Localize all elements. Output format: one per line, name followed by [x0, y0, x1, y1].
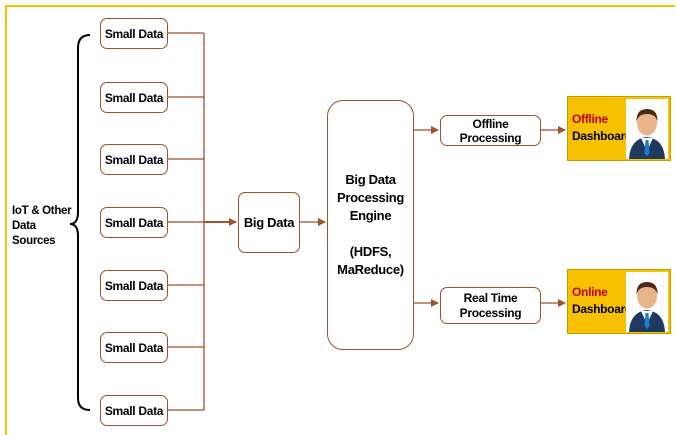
small-data-box-6: Small Data [100, 332, 168, 363]
small-data-box-7: Small Data [100, 395, 168, 426]
realtime-line2: Processing [459, 305, 522, 320]
small-data-box-4: Small Data [100, 207, 168, 238]
realtime-line1: Real Time [463, 290, 518, 305]
sources-brace [69, 34, 91, 411]
diagram-frame [5, 5, 675, 435]
offline-processing-box: Offline Processing [440, 115, 541, 146]
engine-line2: Processing [336, 190, 405, 205]
engine-line1: Big Data [345, 172, 396, 187]
small-data-box-3: Small Data [100, 144, 168, 175]
businessman-avatar-icon [626, 272, 668, 332]
businessman-avatar-icon [626, 99, 668, 159]
offline-dashboard-title: Offline [572, 112, 608, 126]
sources-label-line2: Data Sources [12, 220, 56, 247]
big-data-box: Big Data [238, 192, 300, 253]
sources-label: IoT & Other Data Sources [12, 204, 76, 249]
online-dashboard-label: Dashboard [572, 302, 632, 316]
engine-line5: MaReduce) [337, 262, 404, 277]
sources-label-line1: IoT & Other [12, 205, 72, 217]
offline-dashboard-label: Dashboard [572, 129, 632, 143]
small-data-box-5: Small Data [100, 270, 168, 301]
offline-dashboard: Offline Dashboard [567, 96, 671, 161]
processing-engine-box: Big Data Processing Engine (HDFS, MaRedu… [327, 100, 414, 350]
online-dashboard-title: Online [572, 285, 608, 299]
engine-line3: Engine [349, 208, 392, 223]
engine-line4: (HDFS, [349, 244, 392, 259]
small-data-box-2: Small Data [100, 82, 168, 113]
small-data-box-1: Small Data [100, 18, 168, 49]
online-dashboard: Online Dashboard [567, 269, 671, 334]
realtime-processing-box: Real Time Processing [440, 287, 541, 324]
